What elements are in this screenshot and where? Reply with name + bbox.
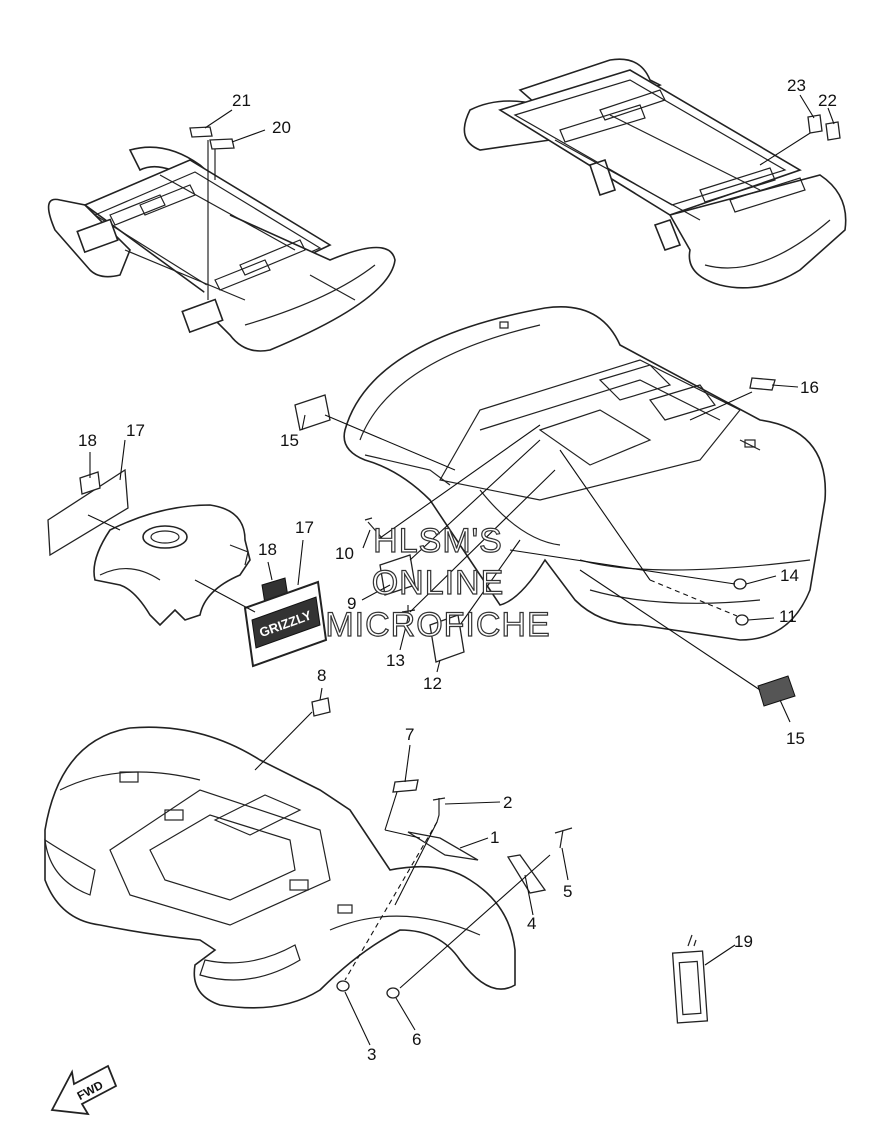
decals: GRIZZLY (47, 114, 841, 1024)
callout-7: 7 (405, 725, 414, 744)
callout-23: 23 (787, 76, 806, 95)
plate-1 (407, 831, 479, 861)
callout-3: 3 (367, 1045, 376, 1064)
washer-11 (735, 614, 749, 626)
label-16 (749, 377, 776, 391)
grommet-3 (336, 980, 350, 992)
watermark-line-2: ONLINE (372, 564, 505, 602)
screw-10 (364, 517, 383, 539)
callout-2: 2 (503, 793, 512, 812)
plate-9 (379, 554, 416, 596)
callout-17-left: 17 (126, 421, 145, 440)
bolt-5 (554, 827, 573, 849)
grommet-6 (386, 987, 400, 999)
callout-21: 20 (272, 118, 291, 137)
callout-14: 14 (780, 566, 799, 585)
callout-4: 4 (527, 914, 536, 933)
watermark-line-1: HLSM'S (373, 522, 503, 560)
callout-1: 1 (490, 828, 499, 847)
label-7 (392, 779, 419, 793)
watermark: HLSM'S ONLINE MICROFICHE (325, 521, 551, 644)
callout-18-left: 18 (78, 431, 97, 450)
callout-15-lower: 15 (786, 729, 805, 748)
front-fender (44, 726, 516, 1009)
callout-numbers: 21 20 23 22 16 15 18 17 18 17 10 9 13 12… (78, 76, 837, 1064)
callout-16: 16 (800, 378, 819, 397)
plate-12 (429, 614, 465, 663)
label-8 (311, 697, 331, 717)
watermark-line-3: MICROFICHE (325, 606, 550, 644)
tank-cover (93, 504, 251, 627)
callout-6: 6 (412, 1030, 421, 1049)
warning-label-19 (671, 934, 709, 1024)
screw-13 (401, 605, 416, 618)
callout-11: 11 (779, 607, 797, 626)
callout-20: 21 (232, 91, 251, 110)
callout-12: 12 (423, 674, 442, 693)
callout-13: 13 (386, 651, 405, 670)
front-carrier-rack (47, 140, 396, 352)
label-23 (807, 114, 823, 134)
callout-8: 8 (317, 666, 326, 685)
callout-17-center: 17 (295, 518, 314, 537)
fwd-arrow: FWD (50, 1064, 118, 1116)
label-22 (825, 121, 841, 141)
grizzly-decal: GRIZZLY (243, 580, 328, 668)
callout-9: 9 (347, 594, 356, 613)
callout-15-upper: 15 (280, 431, 299, 450)
rear-fender (343, 306, 827, 641)
leader-lines (87, 94, 835, 1046)
rear-carrier-rack (463, 58, 847, 289)
label-15-upper (294, 394, 331, 431)
washer-14 (733, 578, 747, 590)
callout-18-center: 18 (258, 540, 277, 559)
callout-19: 19 (734, 932, 753, 951)
bolt-2 (432, 797, 446, 823)
label-21 (209, 138, 235, 150)
callout-5: 5 (563, 882, 572, 901)
label-18-left (79, 471, 101, 495)
callout-22: 22 (818, 91, 837, 110)
label-20 (189, 126, 213, 138)
plate-4 (506, 854, 547, 894)
emblem-15-lower (757, 675, 796, 707)
callout-10: 10 (335, 544, 354, 563)
